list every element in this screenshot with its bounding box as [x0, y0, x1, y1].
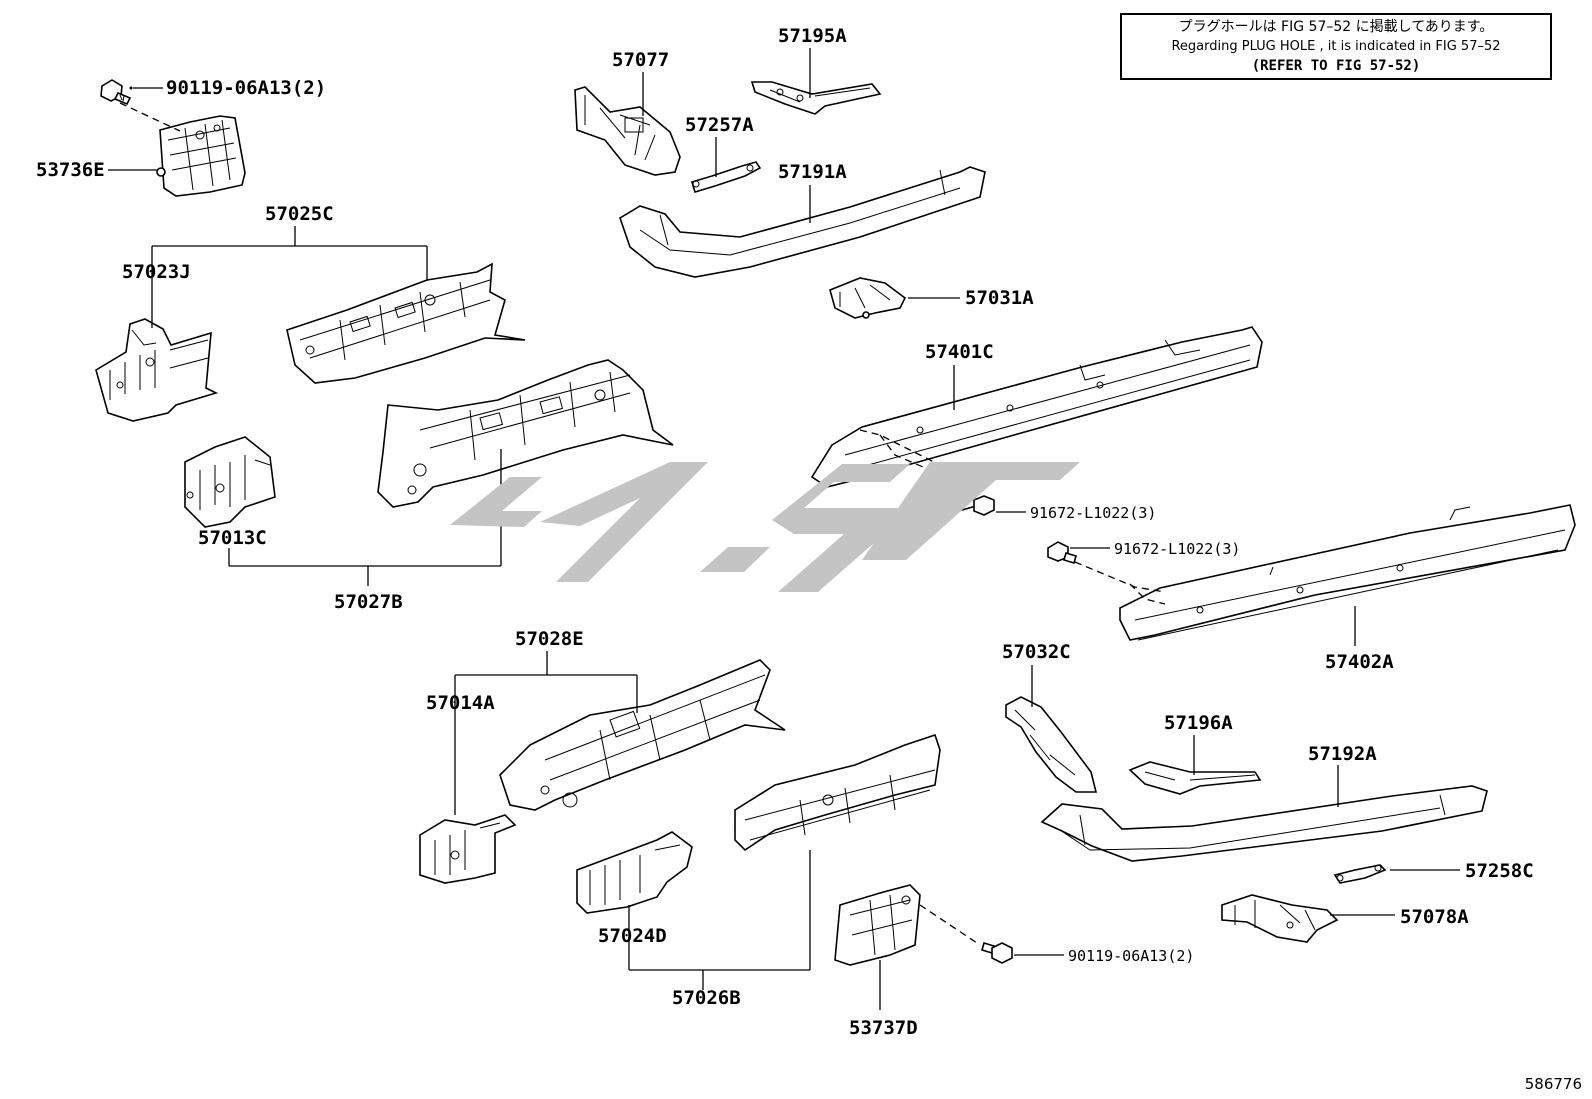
figure-id: 586776 — [1524, 1075, 1582, 1093]
label-91672-b: 91672-L1022(3) — [1114, 540, 1240, 558]
part-57014A — [419, 814, 517, 884]
label-57401C: 57401C — [925, 341, 994, 363]
part-53737D — [834, 884, 921, 966]
label-57025C: 57025C — [265, 203, 334, 225]
part-57028E — [499, 659, 786, 811]
part-57402A — [1119, 504, 1576, 641]
part-57013C — [184, 436, 276, 528]
label-57026B: 57026B — [672, 987, 741, 1009]
label-57077: 57077 — [612, 49, 669, 71]
label-90119-top: 90119-06A13(2) — [166, 77, 326, 99]
part-57078A — [1221, 894, 1339, 943]
bolt-90119-top — [100, 79, 132, 106]
part-57031A — [829, 277, 907, 319]
part-57192A — [1040, 785, 1488, 862]
part-labels: 90119-06A13(2) 53736E 57025C 57023J 5701… — [36, 25, 1534, 1039]
note-line-japanese: プラグホールは FIG 57–52 に掲載してあります。 — [1178, 19, 1494, 35]
label-57027B: 57027B — [334, 591, 403, 613]
part-57023J — [95, 318, 219, 422]
part-57032C — [1005, 696, 1098, 793]
label-57024D: 57024D — [598, 925, 667, 947]
label-57402A: 57402A — [1325, 651, 1394, 673]
watermark-logo — [450, 462, 1080, 592]
part-57195A — [750, 81, 882, 115]
part-57257A — [691, 161, 762, 193]
label-57258C: 57258C — [1465, 860, 1534, 882]
label-57196A: 57196A — [1164, 712, 1233, 734]
label-57032C: 57032C — [1002, 641, 1071, 663]
part-57258C — [1333, 864, 1387, 884]
note-line-english: Regarding PLUG HOLE , it is indicated in… — [1171, 39, 1501, 54]
part-53736E — [156, 115, 246, 197]
label-57023J: 57023J — [122, 261, 191, 283]
plug-hole-note: プラグホールは FIG 57–52 に掲載してあります。 Regarding P… — [1120, 13, 1552, 80]
leader-lines — [108, 48, 1460, 1010]
label-57192A: 57192A — [1308, 743, 1377, 765]
bolt-91672-b — [1047, 541, 1077, 564]
label-57191A: 57191A — [778, 161, 847, 183]
part-57026B — [734, 733, 941, 852]
label-57013C: 57013C — [198, 527, 267, 549]
label-91672-a: 91672-L1022(3) — [1030, 504, 1156, 522]
part-57027B — [377, 359, 674, 508]
part-57077 — [574, 86, 681, 176]
part-57191A — [619, 166, 986, 278]
label-57031A: 57031A — [965, 287, 1034, 309]
part-57024D — [576, 831, 693, 914]
label-57257A: 57257A — [685, 114, 754, 136]
bolt-90119-bottom — [981, 942, 1013, 964]
label-53737D: 53737D — [849, 1017, 918, 1039]
label-90119-bottom: 90119-06A13(2) — [1068, 947, 1194, 965]
label-53736E: 53736E — [36, 159, 105, 181]
label-57014A: 57014A — [426, 692, 495, 714]
part-57025C — [286, 262, 526, 384]
label-57195A: 57195A — [778, 25, 847, 47]
label-57078A: 57078A — [1400, 906, 1469, 928]
part-57196A — [1128, 761, 1262, 795]
label-57028E: 57028E — [515, 628, 584, 650]
note-line-reference: (REFER TO FIG 57-52) — [1251, 58, 1421, 74]
